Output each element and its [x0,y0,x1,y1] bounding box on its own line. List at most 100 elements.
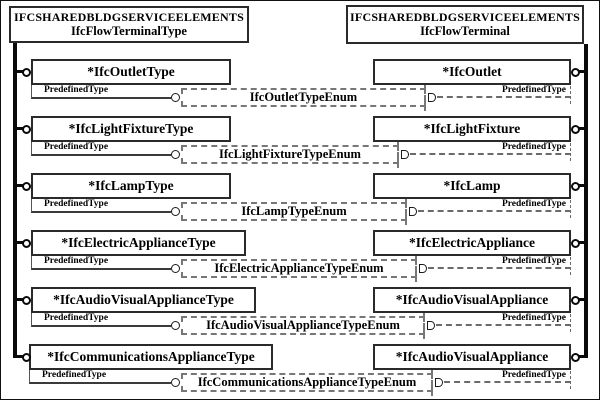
predefinedtype-label: PredefinedType [44,199,109,209]
left-attribute-compartment: PredefinedType [29,370,171,384]
left-schema-name: IFCSHAREDBLDGSERVICEELEMENTS [14,10,244,24]
predefinedtype-label: PredefinedType [44,142,109,152]
entity-box: *IfcAudioVisualAppliance [373,287,571,313]
enum-right-socket-icon [419,264,427,273]
right-connector-line [579,298,586,301]
enum-left-circle-icon [171,207,180,216]
right-inheritance-rail [584,44,588,358]
enum-right-bracket [397,142,399,168]
predefinedtype-label: PredefinedType [42,370,107,380]
entity-label: *IfcLightFixture [423,121,521,136]
left-lollipop-circle-icon [22,239,31,248]
entity-label: *IfcOutlet [442,64,502,79]
right-attribute-bracket [570,371,571,389]
right-lollipop-circle-icon [571,182,580,191]
left-connector-line [14,355,23,358]
enum-box: IfcAudioVisualApplianceTypeEnum [181,316,425,335]
left-lollipop-circle-icon [22,125,31,134]
entity-box: *IfcLamp [373,173,571,199]
enum-right-bracket [424,85,426,111]
enum-right-socket-icon [401,150,409,159]
enum-label: IfcElectricApplianceTypeEnum [214,261,384,275]
enum-right-socket-icon [427,321,435,330]
right-lollipop-circle-icon [571,296,580,305]
entity-label: *IfcElectricAppliance [409,235,535,250]
type-entity-label: *IfcLampType [88,178,174,193]
enum-right-bracket [415,256,417,282]
right-schema-name: IFCSHAREDBLDGSERVICEELEMENTS [350,10,580,24]
predefinedtype-label: PredefinedType [501,370,566,380]
right-attribute-dashed-line [436,324,571,326]
predefinedtype-label: PredefinedType [501,199,566,209]
right-connector-line [579,70,586,73]
enum-right-bracket [405,199,407,225]
type-entity-label: *IfcCommunicationsApplianceType [47,349,255,364]
left-connector-line [14,70,23,73]
right-attribute-bracket [570,86,571,104]
predefinedtype-label: PredefinedType [501,85,566,95]
type-entity-box: *IfcLightFixtureType [31,116,231,142]
enum-label: IfcLampTypeEnum [241,204,347,218]
left-attribute-compartment: PredefinedType [31,199,171,213]
predefinedtype-label: PredefinedType [501,142,566,152]
left-lollipop-circle-icon [22,353,31,362]
right-attribute-bracket [570,257,571,275]
left-lollipop-circle-icon [22,296,31,305]
enum-box: IfcLightFixtureTypeEnum [181,145,399,164]
predefinedtype-label: PredefinedType [44,256,109,266]
right-supertype-name: IfcFlowTerminal [420,24,510,38]
left-connector-line [14,127,23,130]
enum-box: IfcElectricApplianceTypeEnum [181,259,417,278]
entity-label: *IfcLamp [443,178,501,193]
left-attribute-compartment: PredefinedType [31,313,171,327]
left-connector-line [14,184,23,187]
enum-label: IfcOutletTypeEnum [249,90,358,104]
left-supertype-name: IfcFlowTerminalType [71,24,187,38]
right-attribute-bracket [570,143,571,161]
right-connector-line [579,241,586,244]
left-lollipop-circle-icon [22,68,31,77]
left-attribute-compartment: PredefinedType [31,256,171,270]
left-lollipop-circle-icon [22,182,31,191]
entity-label: *IfcAudioVisualAppliance [395,349,549,364]
right-attribute-dashed-line [410,153,571,155]
right-schema-header-box: IFCSHAREDBLDGSERVICEELEMENTS IfcFlowTerm… [346,5,584,44]
enum-box: IfcLampTypeEnum [181,202,407,221]
enum-right-socket-icon [409,207,417,216]
enum-right-bracket [423,313,425,339]
type-entity-box: *IfcCommunicationsApplianceType [29,344,273,370]
type-entity-label: *IfcLightFixtureType [68,121,194,136]
enum-right-socket-icon [428,93,436,102]
enum-label: IfcAudioVisualApplianceTypeEnum [206,318,400,332]
left-attribute-compartment: PredefinedType [31,142,171,156]
predefinedtype-label: PredefinedType [501,313,566,323]
enum-left-circle-icon [171,264,180,273]
enum-label: IfcLightFixtureTypeEnum [219,147,361,161]
left-attribute-compartment: PredefinedType [31,85,171,99]
right-lollipop-circle-icon [571,239,580,248]
entity-box: *IfcLightFixture [373,116,571,142]
enum-box: IfcOutletTypeEnum [181,88,426,107]
right-connector-line [579,184,586,187]
type-entity-label: *IfcElectricApplianceType [61,235,216,250]
right-connector-line [579,127,586,130]
enum-left-circle-icon [171,321,180,330]
enum-left-circle-icon [171,378,180,387]
type-entity-box: *IfcAudioVisualApplianceType [31,287,256,313]
right-lollipop-circle-icon [571,125,580,134]
enum-box: IfcCommunicationsApplianceTypeEnum [181,373,433,392]
left-connector-line [14,298,23,301]
entity-label: *IfcAudioVisualAppliance [395,292,549,307]
type-entity-box: *IfcLampType [31,173,231,199]
enum-right-socket-icon [435,378,443,387]
type-entity-box: *IfcElectricApplianceType [31,230,246,256]
right-attribute-bracket [570,200,571,218]
type-entity-box: *IfcOutletType [31,59,231,85]
enum-left-circle-icon [171,150,180,159]
enum-right-bracket [431,370,433,396]
predefinedtype-label: PredefinedType [501,256,566,266]
right-attribute-dashed-line [428,267,571,269]
right-connector-line [579,355,586,358]
right-attribute-dashed-line [444,381,571,383]
